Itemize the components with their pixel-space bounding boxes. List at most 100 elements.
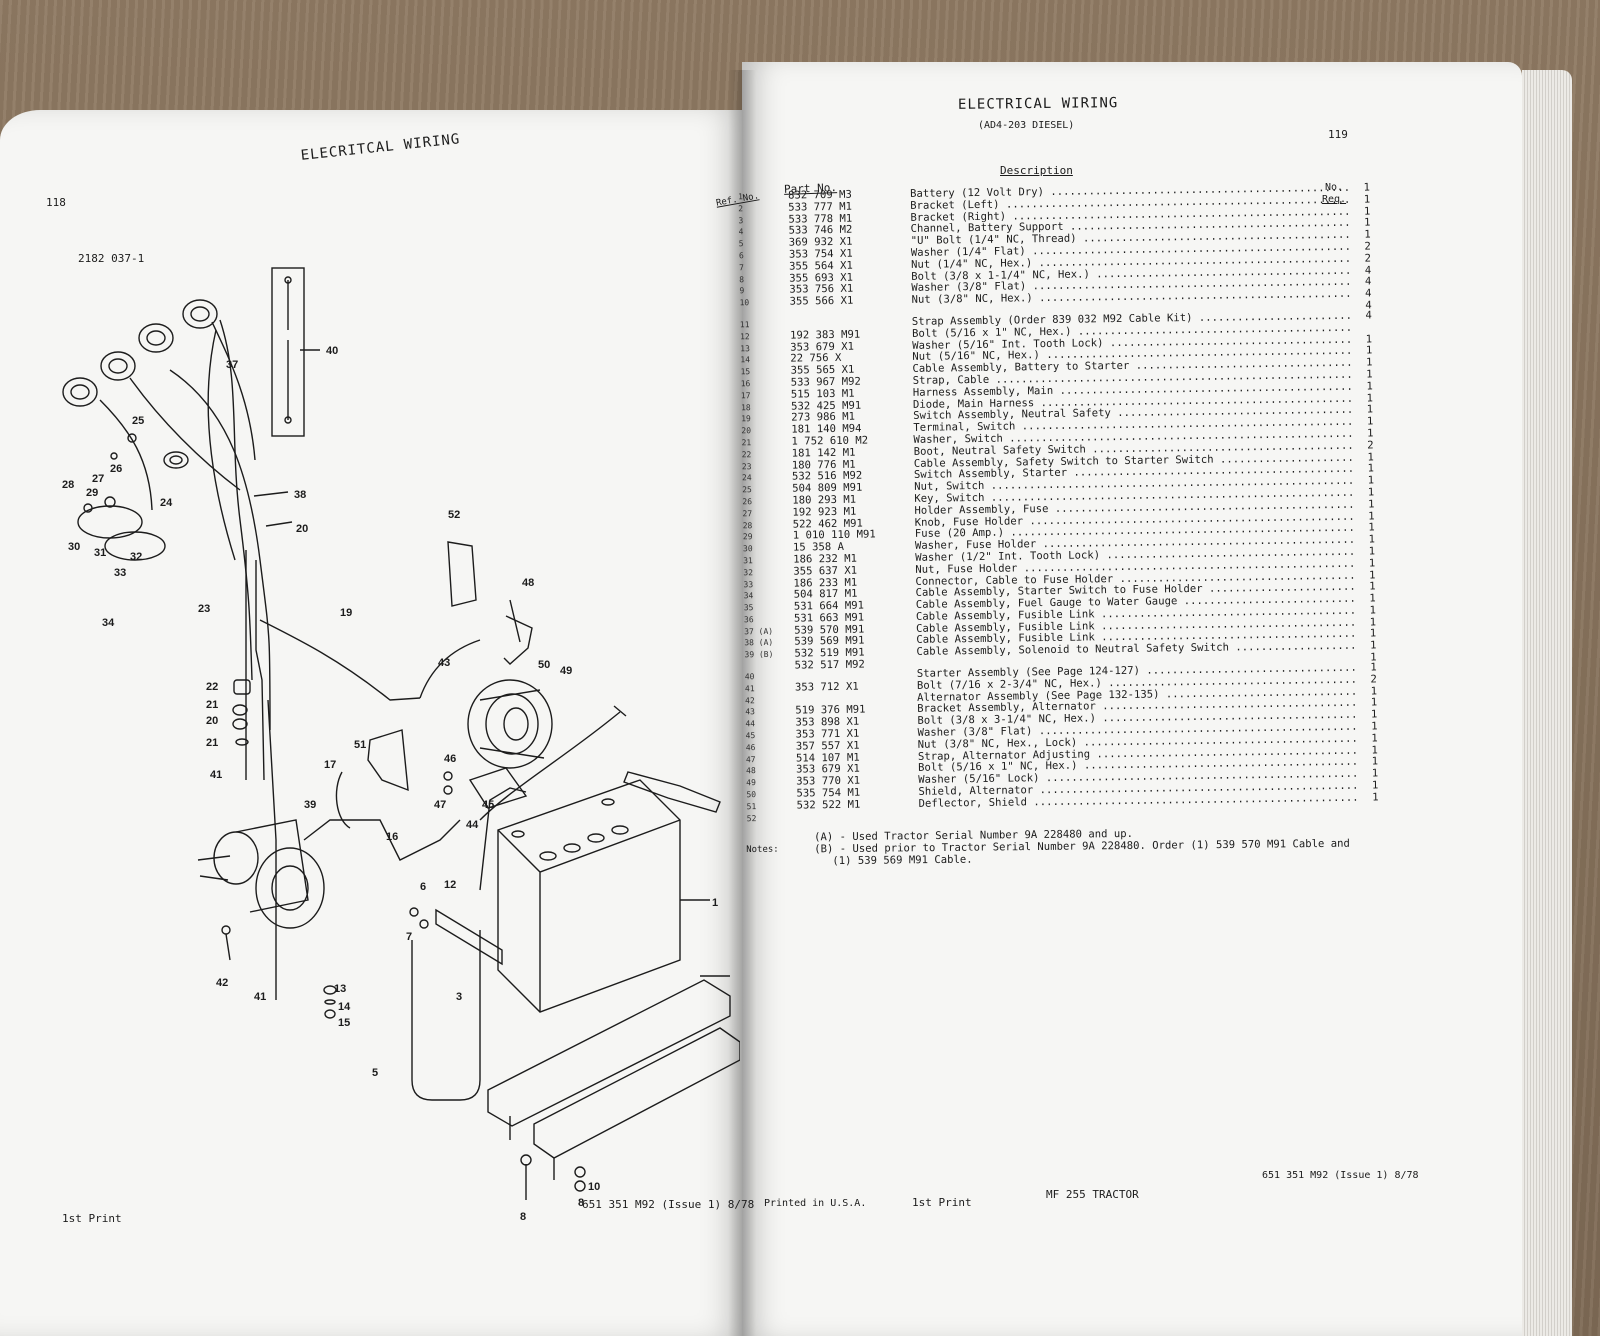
ref-number: 25 (742, 485, 752, 495)
callout-3: 3 (456, 991, 462, 1003)
callout-1: 1 (712, 897, 718, 909)
callout-31: 30 (68, 541, 80, 553)
page-stack-edge (1522, 70, 1572, 1336)
quantity-required: 1 (1360, 639, 1377, 652)
quantity-required: 1 (1358, 533, 1376, 546)
wiring-diagram: 40 37 25 26 27 28 29 30 31 32 33 34 24 3… (62, 267, 740, 1220)
quantity-required: 1 (1359, 568, 1376, 582)
callout-14: 14 (338, 1001, 351, 1013)
quantity-required: 2 (1354, 252, 1372, 265)
notes-block: Notes: (A) - Used Tractor Serial Number … (746, 826, 1350, 868)
quantity-required: 1 (1360, 627, 1377, 641)
quantity-required: 1 (1360, 616, 1377, 629)
callout-19: 20 (296, 523, 308, 535)
callout-39: 40 (326, 345, 338, 357)
quantity-required: 1 (1354, 205, 1371, 218)
callout-32: 31 (94, 547, 106, 559)
callout-36: 37 (226, 359, 238, 371)
ref-number: 9 (739, 286, 745, 296)
notes-label: Notes: (746, 844, 779, 855)
callout-13: 13 (334, 983, 346, 995)
callout-21: 21 (206, 699, 218, 711)
callout-23: 22 (206, 681, 218, 693)
quantity-required: 1 (1359, 545, 1376, 558)
ref-number: 50 (746, 790, 757, 800)
quantity-required: 1 (1358, 474, 1375, 487)
quantity-required: 1 (1361, 755, 1379, 769)
ref-number: 17 (740, 390, 751, 401)
left-footer-code: 651 351 M92 (Issue 1) 8/78 (582, 1198, 755, 1211)
callout-38: 39 (304, 799, 316, 811)
footer-print: 1st Print (912, 1196, 972, 1209)
quantity-required: 1 (1361, 720, 1378, 733)
ref-number: 46 (745, 742, 756, 753)
quantity-required: 1 (1356, 392, 1374, 405)
callout-7: 7 (406, 931, 412, 943)
quantity-required: 1 (1362, 779, 1379, 792)
callout-9: 8 (578, 1197, 584, 1209)
callout-17: 17 (324, 759, 336, 771)
book-gutter (728, 70, 756, 1336)
ref-number: 6 (738, 251, 744, 261)
callout-15: 15 (338, 1017, 350, 1029)
callout-22: 21 (206, 737, 218, 749)
ref-number: 5 (738, 239, 744, 249)
quantity-required: 4 (1355, 264, 1372, 277)
callout-12: 12 (444, 879, 456, 891)
quantity-required: 1 (1361, 732, 1378, 745)
quantity-required: 1 (1357, 462, 1375, 476)
quantity-required: 1 (1353, 181, 1371, 194)
ref-number: 12 (739, 331, 750, 342)
callout-35: 34 (102, 617, 115, 629)
quantity-required: 1 (1356, 344, 1373, 358)
gauge-cluster (62, 299, 218, 407)
quantity-required: 4 (1355, 309, 1372, 322)
ref-number: 35 (743, 603, 754, 613)
ref-number: 38 (A) (744, 638, 774, 648)
footer-code: 651 351 M92 (Issue 1) 8/78 (1262, 1170, 1419, 1181)
quantity-required: 1 (1362, 767, 1379, 780)
ref-number: 51 (746, 801, 757, 812)
figure-number: 2182 037-1 (78, 252, 145, 265)
quantity-required: 1 (1358, 509, 1375, 523)
quantity-required: 1 (1356, 356, 1373, 369)
ref-number: 4 (738, 227, 744, 237)
right-page-title: ELECTRICAL WIRING (957, 95, 1119, 113)
callout-29: 28 (62, 479, 74, 491)
callout-28: 27 (92, 473, 104, 485)
quantity-required: 1 (1354, 228, 1371, 241)
quantity-required: 1 (1354, 193, 1371, 206)
quantity-required: 1 (1358, 498, 1375, 511)
quantity-required: 1 (1357, 427, 1374, 440)
ref-number: 3 (738, 215, 744, 225)
quantity-required: 1 (1359, 557, 1376, 570)
footer-model: MF 255 TRACTOR (1046, 1188, 1139, 1201)
quantity-required: 2 (1360, 673, 1377, 686)
quantity-required: 1 (1356, 333, 1373, 346)
ref-number: 30 (742, 544, 753, 554)
ref-number: 36 (743, 615, 754, 625)
ref-number: 47 (745, 754, 756, 764)
callout-46: 46 (444, 753, 456, 765)
ref-number: 37 (A) (744, 626, 774, 636)
ref-number: 1 (738, 192, 743, 202)
quantity-required: 4 (1355, 275, 1372, 289)
callout-24: 23 (198, 603, 210, 615)
quantity-required: 1 (1360, 661, 1377, 674)
quantity-required: 1 (1361, 708, 1378, 721)
ref-number: 45 (745, 731, 756, 741)
ref-number: 48 (746, 766, 756, 776)
callout-48: 48 (522, 577, 534, 589)
callout-18: 19 (340, 607, 352, 619)
callout-20: 20 (206, 715, 218, 727)
ref-number: 11 (739, 320, 750, 330)
quantity-required: 1 (1362, 791, 1379, 804)
ref-number: 31 (743, 556, 753, 566)
callout-44: 44 (466, 819, 479, 831)
quantity-required: 2 (1354, 240, 1371, 253)
quantity-required: 4 (1355, 287, 1372, 300)
quantity-required: 1 (1354, 216, 1371, 230)
callout-25: 24 (160, 497, 173, 509)
callout-51: 51 (354, 739, 366, 751)
quantity-required: 1 (1356, 368, 1373, 381)
